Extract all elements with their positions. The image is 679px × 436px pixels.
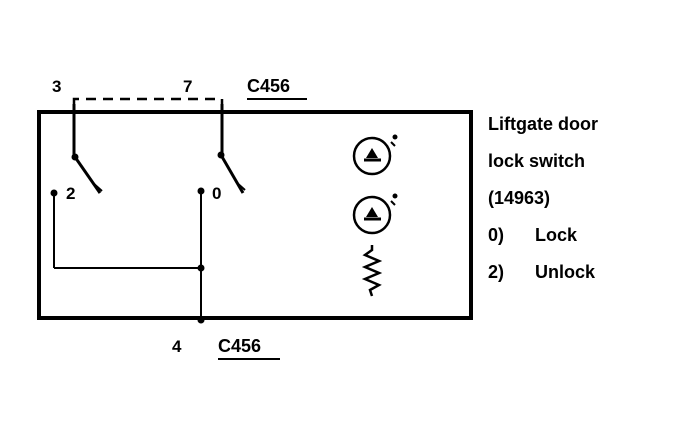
switch2-contact-label: 0 — [212, 184, 221, 203]
position-2-number: 2) — [488, 262, 504, 282]
lock-actuator-icon — [352, 193, 398, 235]
dashed-link — [72, 97, 224, 104]
pin-3-label: 3 — [52, 77, 61, 96]
switch1-contact-label: 2 — [66, 184, 75, 203]
pin-4-dot — [197, 316, 205, 324]
position-0-number: 0) — [488, 225, 504, 245]
connector-top-label: C456 — [247, 76, 290, 96]
connector-bottom-label: C456 — [218, 336, 261, 356]
pin-4-label: 4 — [172, 337, 182, 356]
component-name-line2: lock switch — [488, 151, 585, 171]
switch2-actuator — [235, 181, 246, 191]
position-2-label: Unlock — [535, 262, 596, 282]
switch1-actuator — [92, 182, 103, 192]
spring-icon — [361, 245, 383, 297]
switch-component-box — [37, 110, 473, 320]
splice-dot — [197, 264, 205, 272]
lock-actuator-icon — [352, 134, 398, 176]
switch2-arm — [219, 154, 245, 194]
component-part-number: (14963) — [488, 188, 550, 208]
pin-7-label: 7 — [183, 77, 192, 96]
switch1-arm — [73, 156, 102, 194]
component-name-line1: Liftgate door — [488, 114, 598, 134]
position-0-label: Lock — [535, 225, 578, 245]
